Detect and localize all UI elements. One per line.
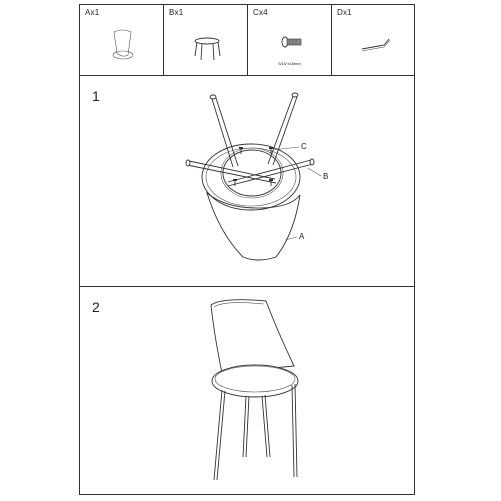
seat-shell-icon <box>112 29 134 60</box>
chair-backrest <box>210 299 295 374</box>
parts-list: Ax1 Bx1 Cx4 <box>80 5 414 76</box>
part-label-b: Bx1 <box>169 8 184 17</box>
step-number-1: 1 <box>92 88 100 104</box>
callout-c: C <box>301 142 307 151</box>
part-cell-b: Bx1 <box>164 5 248 75</box>
instruction-sheet: Ax1 Bx1 Cx4 <box>79 4 415 495</box>
screw-size-label: 5/16"x18mm <box>278 61 301 66</box>
chair-seat <box>211 364 299 398</box>
leg-frame-icon <box>194 37 221 61</box>
screw-icon <box>281 36 302 48</box>
step-2-illustration <box>210 299 299 481</box>
part-label-a: Ax1 <box>85 8 100 17</box>
part-label-c: Cx4 <box>253 8 268 17</box>
screw-marks <box>233 147 273 186</box>
allen-key-icon <box>361 38 391 52</box>
seat-shell-outline <box>206 191 301 261</box>
callout-a: A <box>299 232 305 241</box>
part-label-d: Dx1 <box>337 8 352 17</box>
step-1: 1 <box>80 76 414 287</box>
step-number-2: 2 <box>92 299 100 315</box>
part-cell-d: Dx1 <box>332 5 416 75</box>
step-1-illustration <box>185 92 322 261</box>
part-cell-a: Ax1 <box>80 5 164 75</box>
step-2: 2 <box>80 287 414 494</box>
callout-b: B <box>323 172 329 181</box>
part-cell-c: Cx4 5/16"x18mm <box>248 5 332 75</box>
